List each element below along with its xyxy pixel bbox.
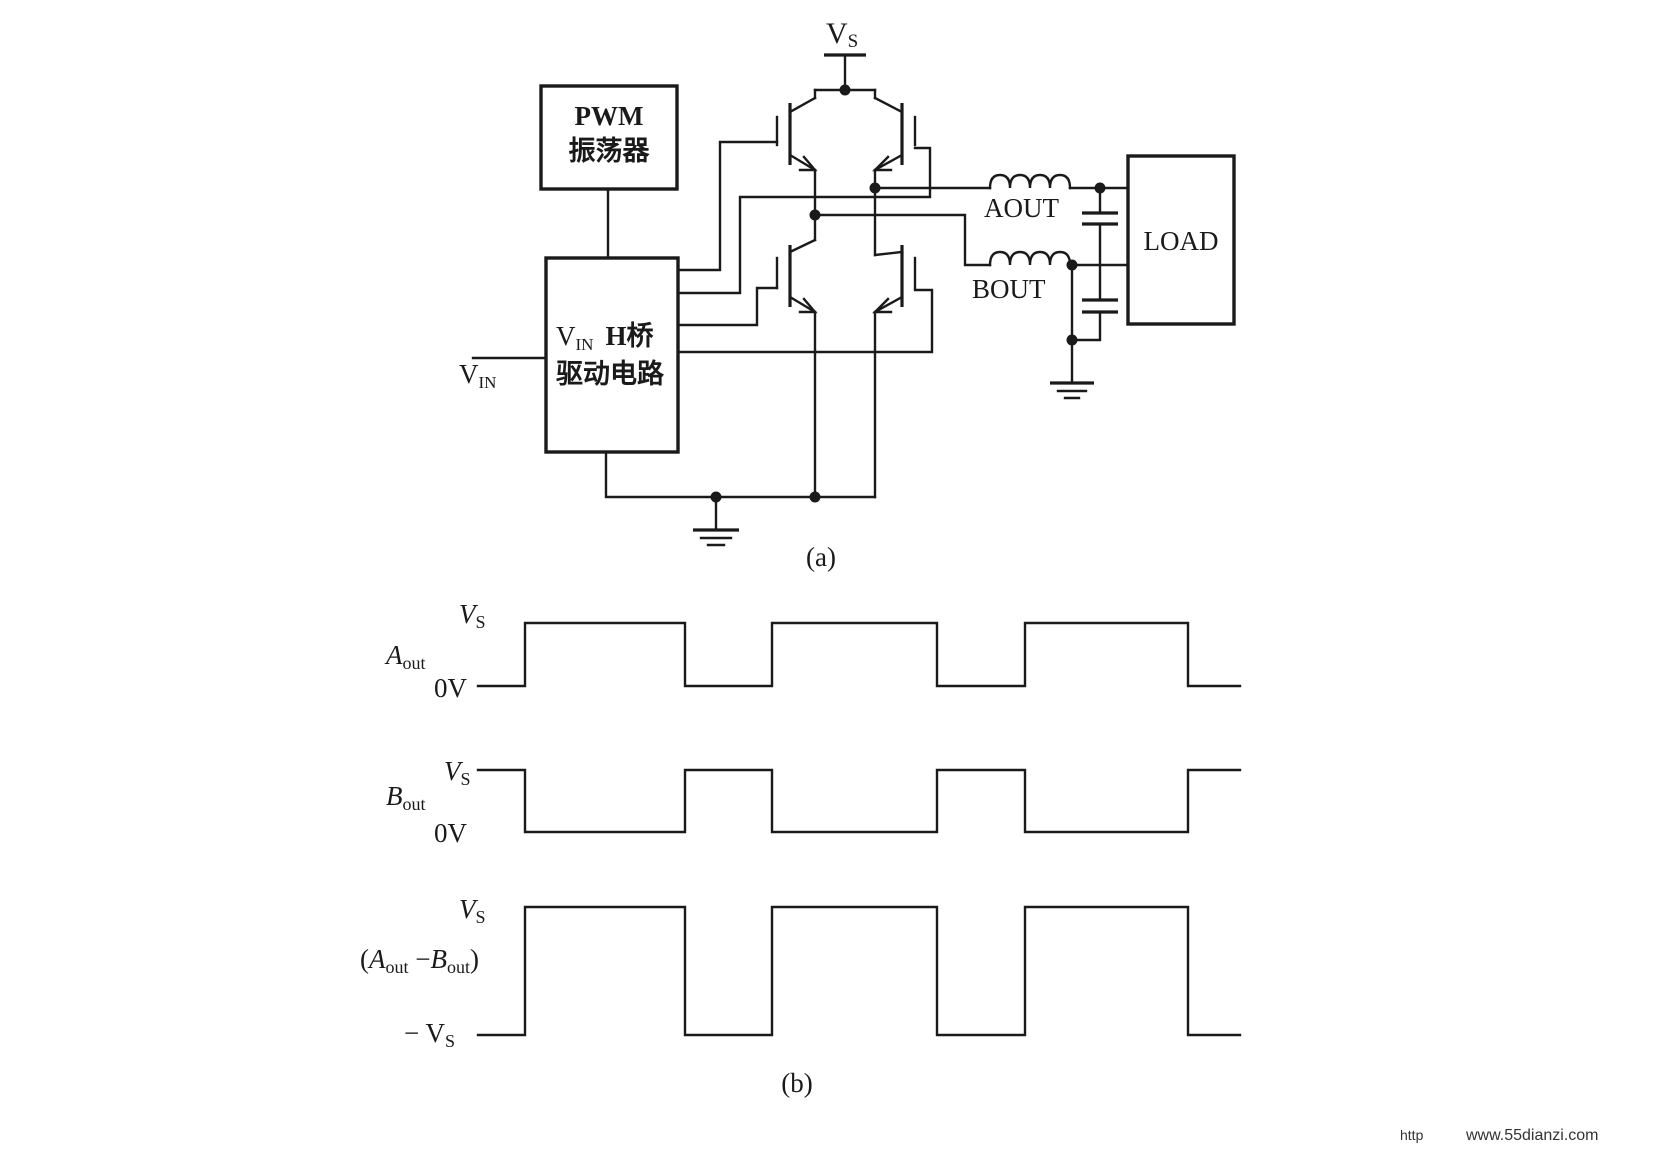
pwm-oscillator-box bbox=[539, 84, 679, 191]
capacitor-diff bbox=[1082, 186, 1118, 302]
ground-symbol-driver bbox=[693, 528, 739, 547]
supply-label: VS bbox=[826, 17, 858, 52]
inductor-a bbox=[988, 173, 1072, 190]
difference-waveform bbox=[476, 905, 1242, 1037]
transistor-lower-left bbox=[775, 213, 818, 499]
ground-rail bbox=[604, 450, 877, 499]
caption-a: (a) bbox=[806, 542, 836, 572]
capacitor-ground bbox=[1070, 263, 1118, 385]
aout-label: AOUT bbox=[984, 193, 1059, 223]
diff-signal-label: (Aout −Bout) bbox=[360, 944, 479, 977]
junction-dot bbox=[1066, 334, 1078, 346]
gate-wire bbox=[676, 140, 779, 272]
pwm-label: PWM bbox=[575, 101, 644, 131]
inductor-b bbox=[988, 250, 1072, 267]
bout-wire bbox=[813, 213, 992, 267]
waveform-diagram: VS Aout 0V VS Bout 0V VS (Aout −Bout) − … bbox=[360, 599, 1242, 1098]
load-box bbox=[1126, 154, 1236, 326]
aout-signal-label: Aout bbox=[384, 640, 426, 673]
bout-label: BOUT bbox=[972, 274, 1046, 304]
hbridge-driver-box bbox=[544, 256, 680, 454]
aout-waveform bbox=[476, 621, 1242, 688]
junction-dot bbox=[839, 84, 851, 96]
bout-high-label: VS bbox=[444, 756, 471, 789]
watermark-site: www.55dianzi.com bbox=[1465, 1127, 1599, 1144]
watermark-prefix: http bbox=[1400, 1127, 1424, 1143]
bout-low-label: 0V bbox=[434, 818, 468, 848]
gate-wire bbox=[676, 146, 932, 295]
gate-wire bbox=[676, 288, 934, 354]
ground-symbol-output bbox=[1050, 381, 1094, 400]
vin-input-label: VIN bbox=[459, 359, 496, 392]
oscillator-label: 振荡器 bbox=[569, 136, 651, 166]
diff-high-label: VS bbox=[459, 894, 486, 927]
transistor-lower-right bbox=[872, 245, 917, 499]
driver-label: 驱动电路 bbox=[556, 358, 665, 389]
circuit-diagram: VS bbox=[459, 17, 1236, 572]
bout-signal-label: Bout bbox=[386, 781, 426, 814]
transistor-upper-left bbox=[775, 88, 818, 217]
caption-b: (b) bbox=[781, 1068, 812, 1098]
transistor-upper-right bbox=[872, 88, 917, 257]
load-label: LOAD bbox=[1144, 226, 1219, 256]
aout-high-label: VS bbox=[459, 599, 486, 632]
bout-waveform bbox=[476, 768, 1242, 834]
diff-low-label: − VS bbox=[404, 1018, 455, 1051]
watermark: http www.55dianzi.com bbox=[1400, 1127, 1599, 1144]
gate-wire bbox=[676, 286, 779, 327]
aout-low-label: 0V bbox=[434, 673, 468, 703]
